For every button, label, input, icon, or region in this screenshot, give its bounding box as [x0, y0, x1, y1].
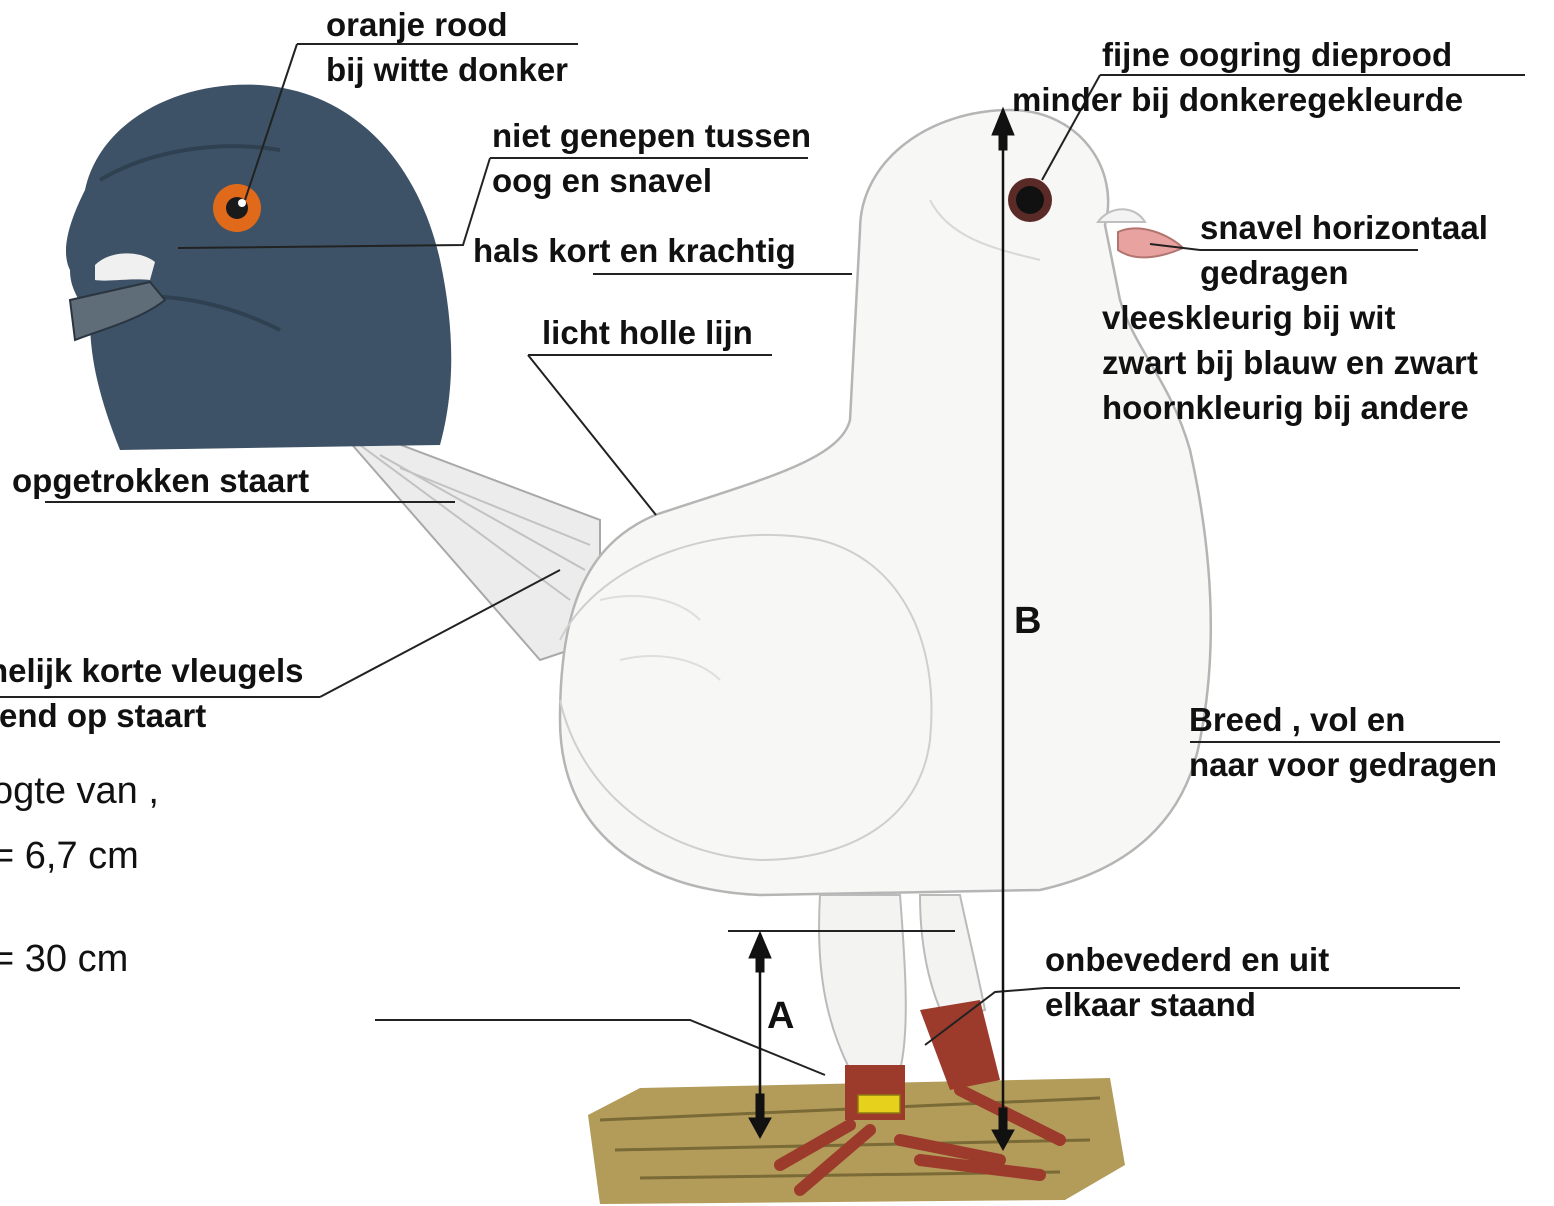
label-line: snavel horizontaal [1200, 205, 1488, 250]
label-line: minder bij donkeregekleurde [1012, 77, 1463, 122]
label-line: oog en snavel [492, 158, 811, 203]
measure-text-3: = 30 cm [0, 933, 128, 985]
label-line: elkaar staand [1045, 982, 1329, 1027]
label-line: onbevederd en uit [1045, 937, 1329, 982]
tail [348, 434, 600, 660]
label-line: fijne oogring dieprood [1102, 32, 1463, 77]
label-eye-colour: oranje rood bij witte donker [326, 2, 568, 92]
label-legs: onbevederd en uit elkaar staand [1045, 937, 1329, 1027]
axis-a-label: A [767, 995, 794, 1038]
label-line: bij witte donker [326, 47, 568, 92]
pigeon-eye [1008, 178, 1052, 222]
label-face: niet genepen tussen oog en snavel [492, 113, 811, 203]
label-beak: snavel horizontaal gedragen vleeskleurig… [1102, 205, 1488, 430]
label-tail: opgetrokken staart [12, 458, 309, 503]
label-line: nelijk korte vleugels [0, 648, 303, 693]
axis-b-label: B [1014, 600, 1041, 643]
label-wings: nelijk korte vleugels tend op staart [0, 648, 303, 738]
label-breast: Breed , vol en naar voor gedragen [1189, 697, 1497, 787]
label-line: oranje rood [326, 2, 568, 47]
label-back: licht holle lijn [542, 310, 753, 355]
label-line: hoornkleurig bij andere [1102, 385, 1488, 430]
label-line: naar voor gedragen [1189, 742, 1497, 787]
label-line: Breed , vol en [1189, 697, 1497, 742]
label-line: zwart bij blauw en zwart [1102, 340, 1488, 385]
label-neck: hals kort en krachtig [473, 228, 796, 273]
measure-text-1: ogte van , [0, 765, 159, 817]
label-line: niet genepen tussen [492, 113, 811, 158]
head-portrait [66, 85, 451, 450]
label-line: gedragen [1200, 250, 1488, 295]
measure-text-2: = 6,7 cm [0, 830, 139, 882]
label-line: tend op staart [0, 693, 303, 738]
label-eye-ring: fijne oogring dieprood minder bij donker… [1102, 32, 1463, 122]
label-line: vleeskleurig bij wit [1102, 295, 1488, 340]
